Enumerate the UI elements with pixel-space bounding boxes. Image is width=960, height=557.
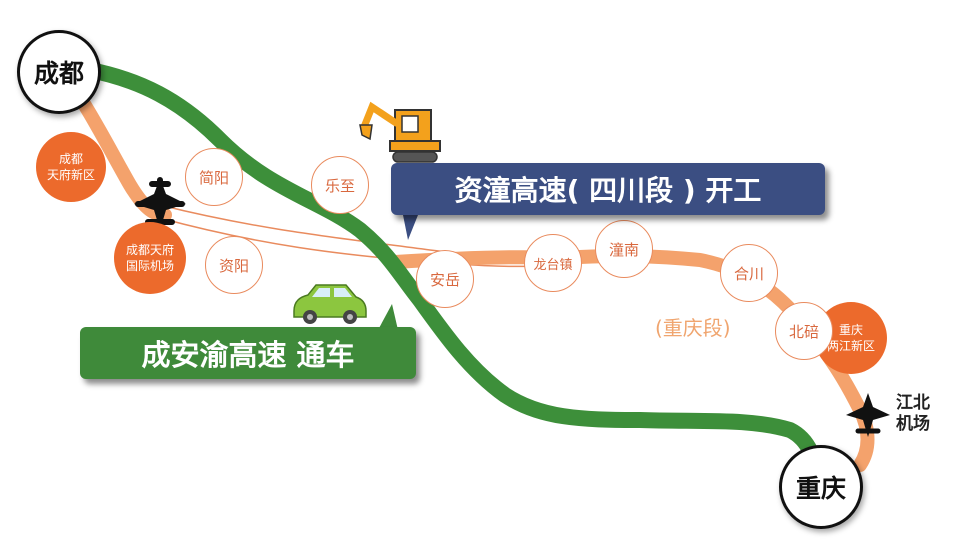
- town-anyue: 安岳: [416, 250, 474, 308]
- airplane-icon: [134, 177, 186, 231]
- town-hechuan: 合川: [720, 244, 778, 302]
- town-jianyang: 简阳: [185, 148, 243, 206]
- jiangbei-airport-label: 江北 机场: [896, 393, 930, 435]
- chongqing-endpoint: 重庆: [779, 445, 863, 529]
- chengdu-tianfu-airport: 成都天府 国际机场: [114, 222, 186, 294]
- town-beibei: 北碚: [775, 302, 833, 360]
- airport-label-line: 江北: [896, 393, 930, 413]
- zone-line: 天府新区: [46, 168, 95, 182]
- town-lezhi: 乐至: [311, 156, 369, 214]
- chengdu-tianfu-new-area: 成都 天府新区: [36, 132, 106, 202]
- car-icon: [293, 284, 367, 324]
- zone-line: 两江新区: [826, 339, 875, 353]
- chengan-route: [82, 62, 826, 488]
- chengan-expressway-banner: 成安渝高速 通车: [80, 327, 416, 379]
- zitong-expressway-banner: 资潼高速( 四川段 ) 开工: [391, 163, 825, 215]
- chongqing-section-label: (重庆段): [655, 316, 731, 340]
- town-ziyang: 资阳: [205, 236, 263, 294]
- chengdu-endpoint: 成都: [17, 30, 101, 114]
- zitong-banner-pointer: [402, 210, 420, 240]
- excavator-icon: [359, 101, 441, 163]
- airport-label-line: 机场: [896, 414, 930, 434]
- chengan-banner-pointer: [378, 304, 398, 330]
- town-longtai: 龙台镇: [524, 234, 582, 292]
- airplane-icon: [846, 393, 890, 437]
- zone-line: 成都天府: [125, 243, 174, 257]
- town-tongnan: 潼南: [595, 220, 653, 278]
- zone-line: 重庆: [838, 323, 863, 337]
- zone-line: 国际机场: [125, 259, 174, 273]
- zone-line: 成都: [58, 152, 83, 166]
